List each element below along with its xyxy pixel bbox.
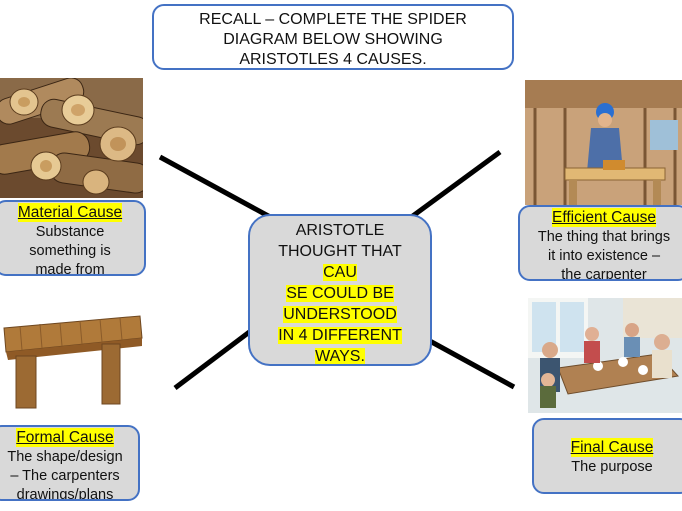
photo-family-dinner (528, 298, 682, 413)
efficient-cause-title: Efficient Cause (552, 208, 656, 227)
center-line-7: WAYS. (315, 348, 365, 365)
center-line-6: IN 4 DIFFERENT (278, 327, 402, 344)
formal-cause-title: Formal Cause (16, 428, 114, 447)
photo-table (0, 308, 145, 413)
formal-cause-box: Formal Cause The shape/design – The carp… (0, 425, 140, 501)
photo-logs (0, 78, 143, 198)
efficient-cause-line-2: it into existence – (547, 248, 661, 264)
final-cause-line-1: The purpose (571, 459, 653, 475)
title-line-3: ARISTOTLES 4 CAUSES. (239, 51, 427, 68)
photo-carpenter (525, 80, 682, 205)
formal-cause-line-2: – The carpenters (10, 468, 120, 484)
connector-material (158, 154, 274, 221)
connector-formal (173, 328, 254, 390)
material-cause-line-1: Substance (35, 224, 105, 240)
efficient-cause-box: Efficient Cause The thing that brings it… (518, 205, 682, 281)
center-box: ARISTOTLE THOUGHT THAT CAU SE COULD BE U… (248, 214, 432, 366)
title-line-2: DIAGRAM BELOW SHOWING (223, 31, 443, 48)
title-box: RECALL – COMPLETE THE SPIDER DIAGRAM BEL… (152, 4, 514, 70)
material-cause-title: Material Cause (17, 203, 123, 222)
final-cause-box: Final Cause The purpose (532, 418, 682, 494)
material-cause-line-2: something is (29, 243, 111, 259)
final-cause-title: Final Cause (570, 438, 654, 457)
formal-cause-line-3: drawings/plans (16, 487, 114, 501)
center-line-1: ARISTOTLE (295, 222, 385, 239)
title-line-1: RECALL – COMPLETE THE SPIDER (199, 11, 467, 28)
center-line-4: SE COULD BE (286, 285, 394, 302)
connector-efficient (408, 149, 502, 221)
connector-final (426, 337, 516, 390)
material-cause-line-3: made from (35, 262, 105, 276)
center-line-3: CAU (323, 264, 357, 281)
center-line-2: THOUGHT THAT (278, 243, 402, 260)
formal-cause-line-1: The shape/design (7, 449, 123, 465)
efficient-cause-line-1: The thing that brings (537, 229, 671, 245)
center-line-5: UNDERSTOOD (283, 306, 397, 323)
efficient-cause-line-3: the carpenter (561, 267, 647, 281)
material-cause-box: Material Cause Substance something is ma… (0, 200, 146, 276)
